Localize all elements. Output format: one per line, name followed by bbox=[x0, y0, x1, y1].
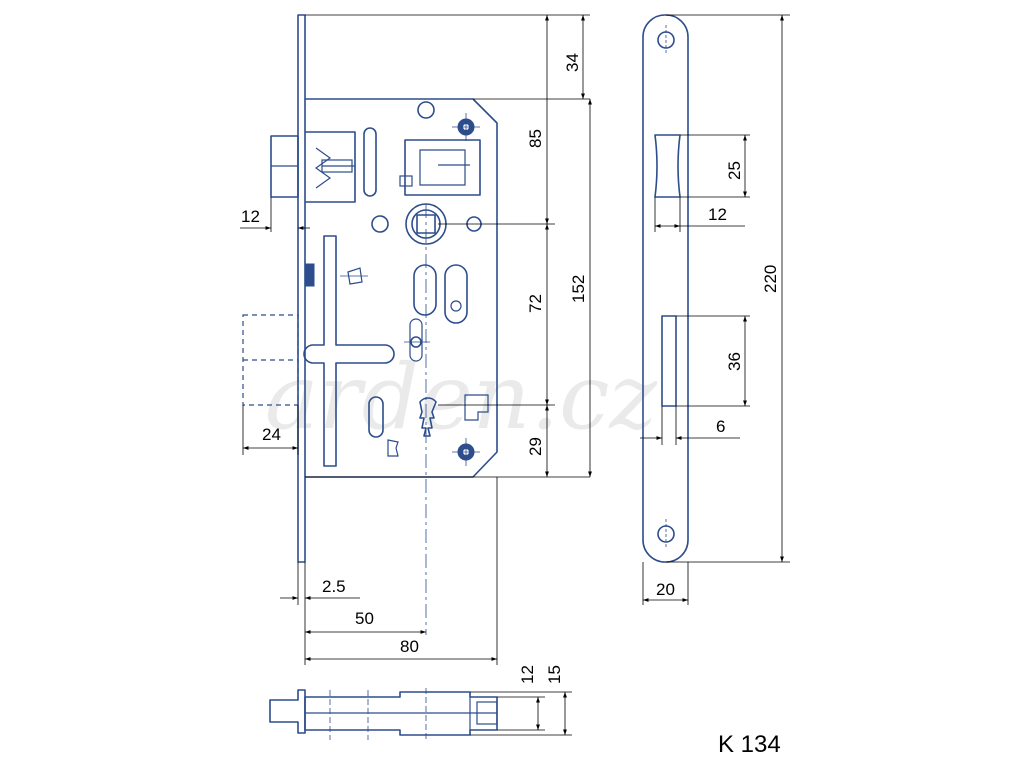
dim-15-bottom: 15 bbox=[545, 665, 564, 684]
latch bbox=[270, 131, 356, 203]
dim-85: 85 bbox=[526, 129, 545, 148]
dim-12-faceplate: 12 bbox=[708, 205, 727, 224]
dim-220: 220 bbox=[761, 265, 780, 293]
dim-34: 34 bbox=[563, 53, 582, 72]
dim-80: 80 bbox=[400, 637, 419, 656]
bottom-view bbox=[269, 688, 498, 740]
dim-24: 24 bbox=[262, 425, 281, 444]
model-label: K 134 bbox=[718, 731, 781, 758]
dim-6: 6 bbox=[716, 417, 725, 436]
dimension-labels: 34 85 72 29 152 12 24 2.5 50 80 220 25 1… bbox=[241, 53, 780, 684]
dim-152: 152 bbox=[569, 275, 588, 303]
dim-50: 50 bbox=[355, 609, 374, 628]
faceplate-side bbox=[297, 14, 306, 563]
dim-12-latch: 12 bbox=[241, 207, 260, 226]
dimension-lines bbox=[240, 14, 790, 736]
dim-36: 36 bbox=[725, 352, 744, 371]
dim-2-5: 2.5 bbox=[322, 577, 346, 596]
faceplate-view bbox=[642, 14, 689, 563]
dim-12-bottom: 12 bbox=[518, 665, 537, 684]
dim-20: 20 bbox=[656, 580, 675, 599]
watermark: arden.cz bbox=[265, 345, 658, 450]
dim-29: 29 bbox=[526, 437, 545, 456]
dim-72: 72 bbox=[526, 294, 545, 313]
front-view bbox=[242, 14, 498, 635]
dim-25: 25 bbox=[725, 161, 744, 180]
